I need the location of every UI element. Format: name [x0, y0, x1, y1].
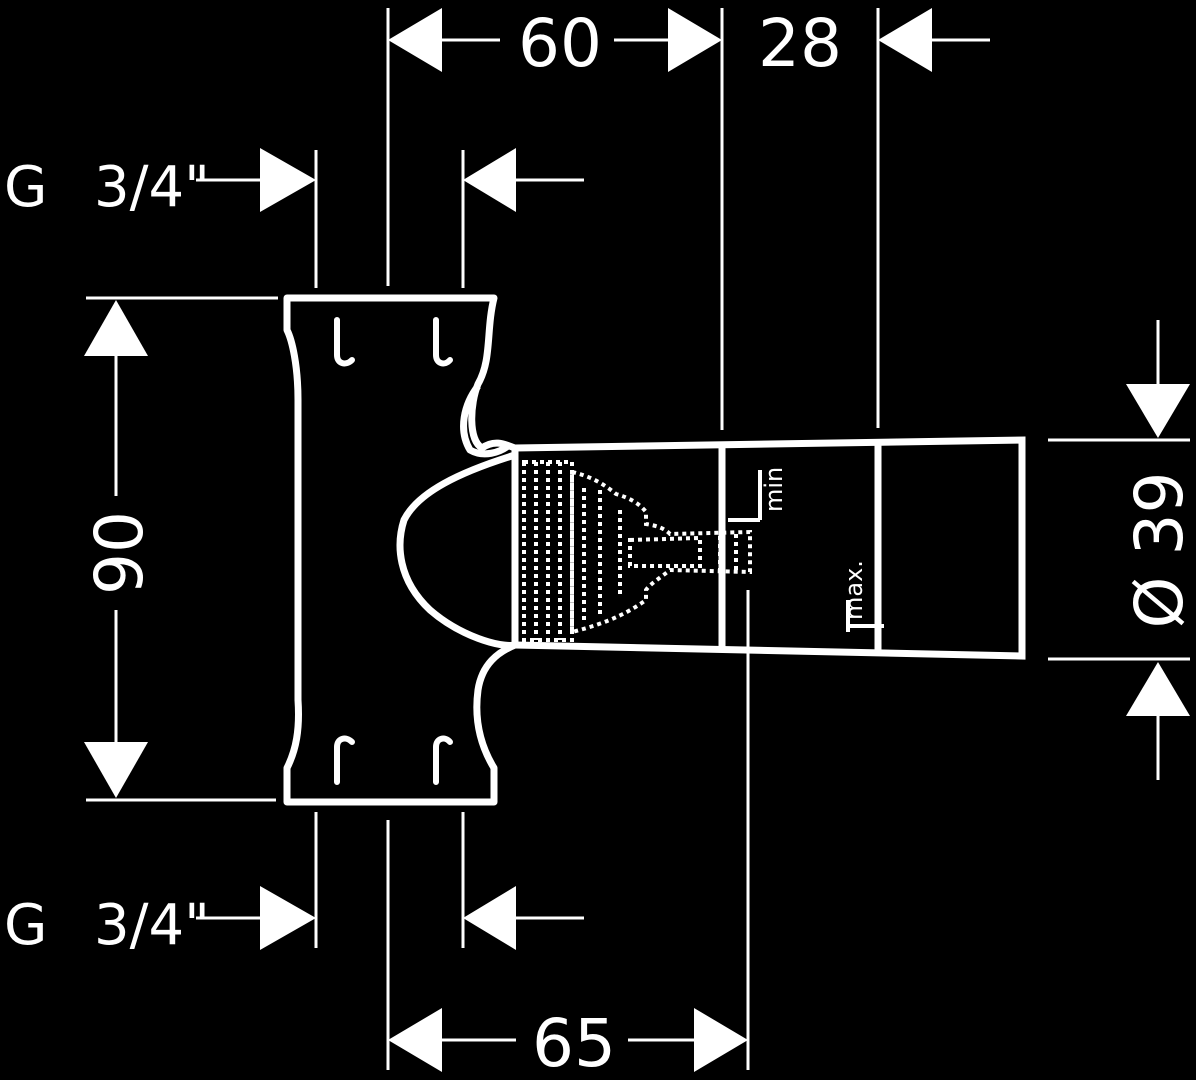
arrow-thread-top-left	[463, 148, 516, 212]
arrow-thread-bottom-right	[260, 886, 316, 950]
dimension-28: 28	[758, 5, 842, 82]
cartridge-insert	[522, 460, 752, 642]
arrow-thread-top-right	[260, 148, 316, 212]
thread-bottom-g: G	[4, 893, 47, 958]
thread-top-size: 3/4"	[94, 155, 210, 220]
thread-bottom-size: 3/4"	[94, 893, 210, 958]
dimension-60: 60	[518, 5, 602, 82]
dimension-diameter-39: Ø 39	[1121, 472, 1196, 629]
thread-marks	[334, 317, 453, 785]
arrow-39-bottom	[1126, 662, 1190, 716]
arrow-thread-bottom-left	[463, 886, 516, 950]
min-label: min	[760, 467, 788, 512]
arrow-65-left	[388, 1008, 442, 1072]
dimension-lines	[114, 38, 1160, 1042]
max-label: max.	[840, 560, 868, 620]
arrow-60-left	[388, 8, 442, 72]
arrow-90-top	[84, 300, 148, 356]
extension-lines	[86, 8, 1190, 1070]
dimension-90: 90	[81, 511, 158, 595]
arrowheads	[84, 8, 1190, 1072]
arrow-60-right	[668, 8, 722, 72]
arrow-39-top	[1126, 384, 1190, 438]
thread-top-g: G	[4, 155, 47, 220]
valve-body	[283, 294, 519, 806]
dimension-65: 65	[532, 1005, 616, 1080]
depth-markers	[728, 470, 884, 632]
arrow-28-left	[878, 8, 932, 72]
arrow-90-bottom	[84, 742, 148, 798]
arrow-65-right	[694, 1008, 748, 1072]
